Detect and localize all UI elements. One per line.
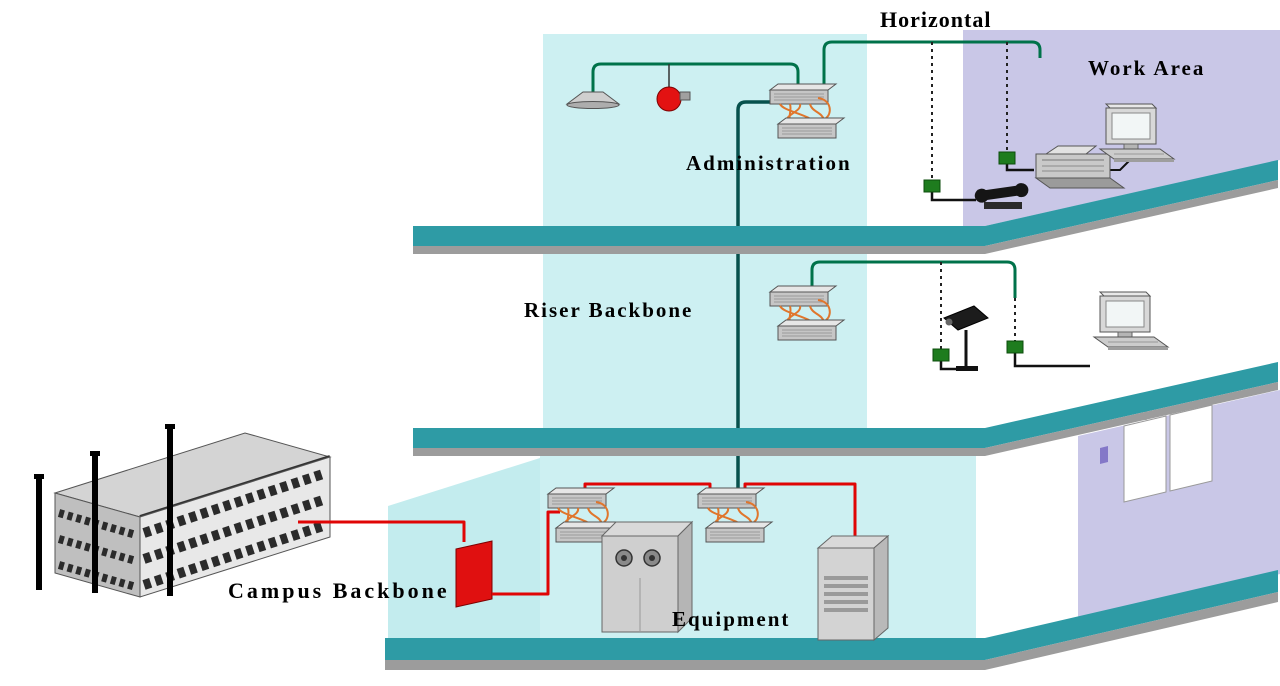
horizontal-cable-middle [810, 260, 1017, 298]
equipment-cabinet-icon [600, 520, 694, 634]
server-rack-icon [816, 534, 890, 642]
door-icon [1100, 386, 1213, 503]
patch-cord-printer [1005, 164, 1034, 172]
network-outlet-icon-top-2 [998, 151, 1016, 165]
fire-alarm-bell-icon [656, 64, 691, 112]
ceiling-lamp-icon [565, 91, 621, 109]
floor-slabs [385, 160, 1278, 670]
riser-conduit-icon [455, 540, 493, 608]
network-outlet-icon-mid-1 [932, 348, 950, 362]
network-outlet-icon-top-1 [923, 179, 941, 193]
label-administration: Administration [686, 151, 852, 175]
patch-cord-phone [930, 192, 976, 202]
workstation-icon-middle [1093, 291, 1169, 351]
printer-icon [1034, 145, 1126, 189]
riser-cable-top [736, 100, 772, 226]
middle-floor-back-wall [543, 252, 867, 430]
top-floor-slab [413, 160, 1278, 246]
campus-cable-to-panel [492, 510, 560, 596]
patch-cord-camera [939, 361, 956, 371]
label-campus-backbone: Campus Backbone [228, 578, 450, 603]
campus-backbone-cable [298, 520, 466, 542]
telephone-icon [974, 183, 1029, 209]
cabling [298, 40, 1131, 608]
campus-building-icon [34, 424, 332, 598]
top-floor-slab-edge [413, 180, 1278, 254]
label-horizontal: Horizontal [880, 7, 992, 32]
label-equipment: Equipment [672, 607, 791, 631]
label-riser-backbone: Riser Backbone [524, 298, 694, 322]
middle-floor-slab [413, 362, 1278, 448]
network-outlet-icon-mid-2 [1006, 340, 1024, 354]
label-work-area: Work Area [1088, 56, 1206, 80]
cctv-camera-icon [943, 305, 989, 371]
patch-cord-pc-mid [1013, 353, 1090, 368]
ground-floor-slab [385, 570, 1278, 660]
ground-floor-slab-edge [385, 592, 1278, 670]
middle-floor-slab-edge [413, 382, 1278, 456]
horizontal-cable-lamp [591, 62, 800, 92]
